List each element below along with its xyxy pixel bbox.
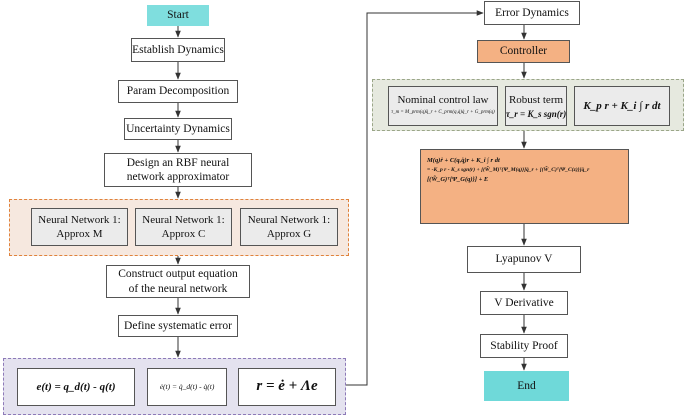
uncertainty-dynamics-label: Uncertainty Dynamics [126, 122, 230, 135]
construct-output-label: Construct output equation of the neural … [118, 268, 238, 295]
closed-loop-line1: M(q)ṙ + C(q,q̇)r + K_i ∫ r dt [427, 157, 500, 164]
controller-node: Controller [477, 40, 570, 63]
construct-output-node: Construct output equation of the neural … [106, 265, 250, 298]
stability-proof-node: Stability Proof [480, 334, 568, 358]
error-equation: e(t) = q_d(t) - q(t) [36, 380, 116, 393]
nn-approx-m-box: Neural Network 1: Approx M [31, 208, 128, 246]
end-node: End [484, 371, 569, 401]
design-rbf-node: Design an RBF neural network approximato… [104, 153, 252, 187]
nominal-control-equation: τ_m = M_prm(q)q̈_r + C_prm(q,q̇)q̇_r + G… [391, 110, 495, 116]
end-label: End [517, 379, 536, 392]
nn-approx-g-line2: Approx G [266, 228, 312, 240]
error-dynamics-node: Error Dynamics [484, 1, 580, 25]
lyapunov-label: Lyapunov V [495, 253, 553, 266]
nn-approx-c-line2: Approx C [161, 228, 206, 240]
error-eq-box: e(t) = q_d(t) - q(t) [17, 368, 135, 406]
establish-dynamics-label: Establish Dynamics [132, 43, 224, 56]
define-error-label: Define systematic error [124, 319, 232, 332]
establish-dynamics-node: Establish Dynamics [131, 38, 225, 62]
param-decomposition-node: Param Decomposition [118, 80, 238, 103]
start-node: Start [147, 5, 209, 26]
v-derivative-label: V Derivative [494, 296, 554, 309]
nominal-control-box: Nominal control law τ_m = M_prm(q)q̈_r +… [388, 86, 498, 126]
stability-proof-label: Stability Proof [490, 339, 558, 352]
filtered-error-equation: r = ė + Λe [256, 378, 318, 395]
nominal-control-title: Nominal control law [397, 94, 489, 106]
error-definition-group: e(t) = q_d(t) - q(t) ė(t) = q̇_d(t) - q̇… [3, 358, 346, 415]
nn-approx-m-line2: Approx M [56, 228, 103, 240]
nn-approx-c-line1: Neural Network 1: [142, 213, 225, 226]
closed-loop-line3: [(W̃_G)ᵀ{Ψ_G(q)}] + E [427, 175, 489, 183]
controller-label: Controller [499, 45, 548, 58]
neural-network-group: Neural Network 1: Approx M Neural Networ… [9, 199, 349, 256]
uncertainty-dynamics-node: Uncertainty Dynamics [124, 118, 232, 140]
nn-approx-g-box: Neural Network 1: Approx G [240, 208, 338, 246]
define-error-node: Define systematic error [118, 315, 238, 337]
pi-term-box: K_p r + K_i ∫ r dt [574, 86, 670, 126]
robust-term-box: Robust term τ_r = K_s sgn(r) [505, 86, 567, 126]
error-derivative-eq-box: ė(t) = q̇_d(t) - q̇(t) [147, 368, 227, 406]
pi-term-equation: K_p r + K_i ∫ r dt [583, 99, 661, 112]
start-label: Start [167, 9, 189, 22]
v-derivative-node: V Derivative [480, 291, 568, 315]
closed-loop-dynamics-box: M(q)ṙ + C(q,q̇)r + K_i ∫ r dt = -K_p r -… [420, 149, 629, 224]
design-rbf-label: Design an RBF neural network approximato… [126, 156, 230, 183]
nn-approx-c-box: Neural Network 1: Approx C [135, 208, 232, 246]
arrow-error-group-to-error-dynamics [346, 10, 484, 386]
nn-approx-g-line1: Neural Network 1: [247, 213, 331, 226]
filtered-error-eq-box: r = ė + Λe [238, 368, 336, 406]
robust-term-title: Robust term [508, 94, 564, 106]
control-law-group: Nominal control law τ_m = M_prm(q)q̈_r +… [372, 79, 684, 131]
error-dynamics-label: Error Dynamics [495, 6, 569, 19]
param-decomposition-label: Param Decomposition [126, 85, 230, 98]
robust-term-equation: τ_r = K_s sgn(r) [505, 109, 567, 120]
lyapunov-node: Lyapunov V [467, 246, 581, 273]
nn-approx-m-line1: Neural Network 1: [38, 213, 121, 226]
closed-loop-line2: = -K_p r - K_s sgn(r) + [(W̃_M)ᵀ{Ψ_M(q)}… [427, 167, 590, 174]
error-derivative-equation: ė(t) = q̇_d(t) - q̇(t) [159, 382, 215, 392]
